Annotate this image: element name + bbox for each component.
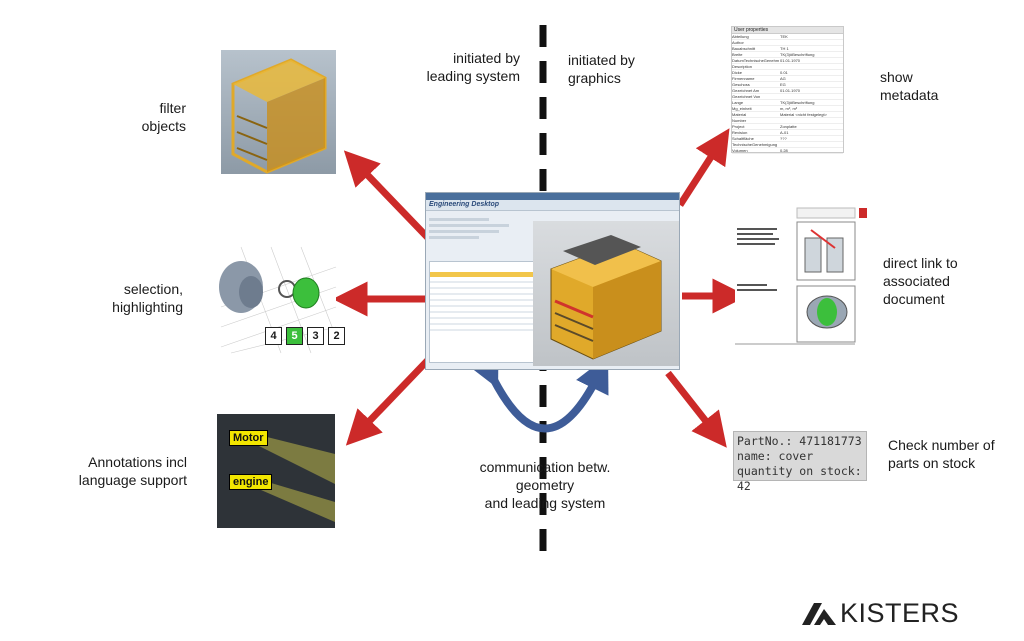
metadata-key: Gezeichnet Am — [732, 88, 760, 93]
metadata-value: TH 1 — [780, 46, 789, 51]
metadata-row: Gezeichnet Am 01.01.1970 — [732, 88, 843, 94]
label-annotations: Annotations incl language support — [78, 454, 187, 488]
metadata-key: Number — [732, 118, 747, 123]
metadata-value: EG — [780, 82, 786, 87]
metadata-value: TEK — [780, 34, 788, 39]
metadata-key: DatumTechnischeGenehm — [732, 58, 780, 63]
label-show-metadata: show metadata — [880, 69, 939, 103]
associated-document-thumbnail — [735, 207, 869, 346]
metadata-key: Abteilung — [732, 34, 749, 39]
metadata-row: Bauabschnitt TH 1 — [732, 46, 843, 52]
metadata-row: Revision A-01 — [732, 130, 843, 136]
metadata-key: Mg_einheit — [732, 106, 752, 111]
annotation-tag-engine: engine — [229, 474, 273, 490]
kisters-wordmark: KISTERS — [840, 598, 960, 628]
selection-number-5: 5 — [286, 327, 303, 345]
label-check-stock: Check number of parts on stock — [888, 437, 995, 471]
label-filter-objects: filter objects — [141, 100, 186, 134]
arrow-stock — [665, 370, 727, 448]
metadata-row: Material Material <nicht festgelegt> — [732, 112, 843, 118]
metadata-row: Project Zonplatte — [732, 124, 843, 130]
metadata-row: Breite TK(3)#Beschriftung — [732, 52, 843, 58]
metadata-row: Abteilung TEK — [732, 34, 843, 40]
selection-number-2: 2 — [328, 327, 345, 345]
metadata-value: Zonplatte — [780, 124, 797, 129]
metadata-value: m, m², m³ — [780, 106, 798, 111]
kisters-logo: KISTERS — [802, 598, 959, 629]
selection-number-4: 4 — [265, 327, 282, 345]
metadata-row: Firmenname AG — [732, 76, 843, 82]
label-initiated-by-leading-system: initiated by leading system — [426, 50, 520, 84]
metadata-panel-header: User properties — [732, 27, 843, 34]
metadata-value: ??? — [780, 136, 787, 141]
center-app-screenshot: Engineering Desktop — [425, 192, 680, 370]
metadata-value: 0.01 — [780, 70, 788, 75]
filter-objects-thumbnail — [221, 50, 336, 174]
metadata-row: Dicke 0.01 — [732, 70, 843, 76]
metadata-row: TechnischeGenehmigung — [732, 142, 843, 148]
part-quantity: quantity on stock: 42 — [737, 464, 862, 493]
metadata-row: Schaltfläche??? — [732, 136, 843, 142]
arrow-metadata — [677, 128, 730, 207]
metadata-row: Mg_einheit m, m², m³ — [732, 106, 843, 112]
metadata-value: Material <nicht festgelegt> — [780, 112, 827, 117]
metadata-value: TK(3)#Beschriftung — [780, 100, 815, 105]
metadata-row: Author — [732, 40, 843, 46]
center-app-title: Engineering Desktop — [426, 200, 679, 211]
metadata-value: TK(3)#Beschriftung — [780, 52, 815, 57]
metadata-key: Schaltfläche — [732, 136, 754, 141]
metadata-key: Breite — [732, 52, 743, 57]
metadata-value: A-01 — [780, 130, 789, 135]
metadata-value: 01.01.1970 — [780, 88, 801, 93]
metadata-key: Volumen — [732, 148, 748, 153]
metadata-key: Geschoss — [732, 82, 750, 87]
arrow-communication — [466, 348, 609, 433]
metadata-row: Lange TK(3)#Beschriftung — [732, 100, 843, 106]
metadata-key: Description — [732, 64, 753, 69]
label-communication: communication betw. geometry and leading… — [479, 459, 611, 511]
metadata-key: Author — [732, 40, 744, 45]
metadata-value — [780, 94, 843, 99]
metadata-key: Firmenname — [732, 76, 755, 81]
copier-3d-view — [533, 221, 679, 366]
selection-highlighting-thumbnail: 4 5 3 2 — [219, 246, 345, 354]
label-direct-link-document: direct link to associated document — [883, 255, 958, 307]
metadata-key: Project — [732, 124, 745, 129]
metadata-key: Bauabschnitt — [732, 46, 756, 51]
metadata-value: 0.28 — [780, 148, 788, 153]
annotation-tag-motor: Motor — [229, 430, 268, 446]
metadata-key: Revision — [732, 130, 748, 135]
metadata-value — [780, 118, 843, 123]
annotations-thumbnail: Motor engine — [217, 414, 335, 528]
metadata-value: 01.01.1970 — [780, 58, 801, 63]
metadata-key: Material — [732, 112, 747, 117]
arrow-filter — [343, 150, 433, 243]
label-initiated-by-graphics: initiated by graphics — [568, 52, 635, 86]
part-number: PartNo.: 471181773 — [737, 434, 862, 448]
metadata-row: Volumen 0.28 — [732, 148, 843, 154]
metadata-value — [780, 64, 843, 69]
metadata-row: Gezeichnet Von — [732, 94, 843, 100]
metadata-value: AG — [780, 76, 786, 81]
metadata-value — [780, 142, 843, 147]
metadata-key: Lange — [732, 100, 744, 105]
part-info-box: PartNo.: 471181773 name: cover quantity … — [733, 431, 867, 493]
metadata-row: Description — [732, 64, 843, 70]
metadata-value — [780, 40, 843, 45]
arrow-annotations — [345, 357, 431, 446]
metadata-key: Dicke — [732, 70, 743, 75]
metadata-key: TechnischeGenehmigung — [732, 142, 778, 147]
metadata-row: Geschoss EG — [732, 82, 843, 88]
part-name: name: cover — [737, 449, 814, 463]
label-selection-highlighting: selection, highlighting — [112, 281, 183, 315]
metadata-row: Number — [732, 118, 843, 124]
selection-number-3: 3 — [307, 327, 324, 345]
metadata-key: Gezeichnet Von — [732, 94, 761, 99]
kisters-logo-mark — [802, 602, 836, 625]
